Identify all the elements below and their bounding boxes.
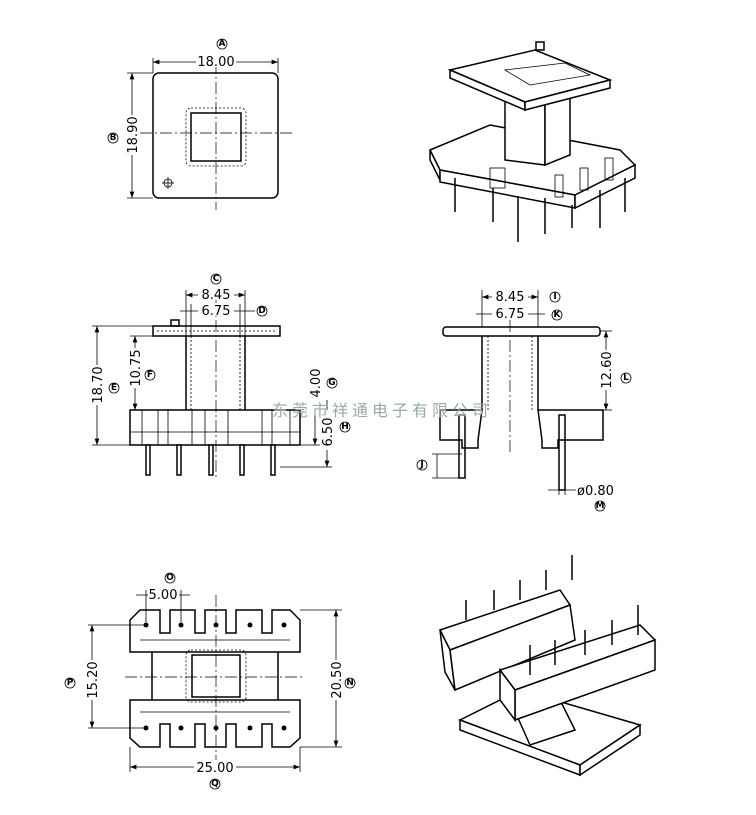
dimension-18-70: 18.70: [91, 366, 106, 403]
top-view: 18.00 A 18.90 B: [107, 38, 292, 210]
label-p: P: [67, 678, 74, 688]
dimension-pin-diameter: ø0.80: [577, 484, 614, 499]
dimension-18-00: 18.00: [197, 55, 234, 70]
label-h: H: [341, 422, 349, 432]
label-i: I: [553, 292, 556, 302]
watermark: 东莞市祥通电子有限公司: [272, 401, 492, 420]
label-o: O: [166, 573, 174, 583]
dimension-25-00: 25.00: [196, 761, 233, 776]
bottom-view: 5.00 O 15.20 P 20.50 N 25.00 Q: [64, 572, 356, 790]
base: [129, 409, 301, 446]
label-b: B: [110, 133, 117, 143]
pin1-mark-icon: [162, 177, 174, 189]
label-c: C: [213, 274, 220, 284]
label-l: L: [623, 373, 629, 383]
flange: [152, 325, 281, 337]
label-a: A: [219, 39, 226, 49]
label-k: K: [554, 310, 562, 320]
isometric-view-top: [428, 41, 637, 242]
label-e: E: [111, 383, 117, 393]
dimension-20-50: 20.50: [330, 661, 345, 698]
dimension-6-50: 6.50: [321, 418, 336, 447]
label-j: J: [419, 460, 423, 470]
dimension-8-45: 8.45: [496, 290, 525, 305]
pins: [454, 178, 626, 242]
label-g: G: [328, 378, 335, 388]
label-d: D: [258, 306, 265, 316]
dimension-5-00: 5.00: [149, 588, 178, 603]
isometric-view-bottom: [438, 555, 657, 777]
dimension-4-00: 4.00: [309, 369, 324, 398]
dimension-10-75: 10.75: [129, 349, 144, 386]
front-view: 8.45 C 6.75 D 18.70 E 10.75 F 4.00 G 6.5…: [90, 273, 351, 480]
dimension-6-75: 6.75: [496, 307, 525, 322]
label-n: N: [346, 678, 354, 688]
flange-outline: [152, 72, 279, 199]
pin-holes: [143, 622, 287, 731]
dimension-6-75: 6.75: [202, 304, 231, 319]
side-view: 8.45 I 6.75 K 12.60 L J ø0.80 M: [416, 289, 632, 512]
pins: [145, 444, 276, 476]
label-m: M: [596, 501, 605, 511]
dimension-8-45: 8.45: [202, 288, 231, 303]
label-f: F: [147, 370, 153, 380]
pins: [465, 555, 639, 675]
dimension-18-90: 18.90: [126, 116, 141, 153]
label-q: Q: [211, 779, 219, 789]
dimension-15-20: 15.20: [86, 661, 101, 698]
dimension-12-60: 12.60: [600, 351, 615, 388]
